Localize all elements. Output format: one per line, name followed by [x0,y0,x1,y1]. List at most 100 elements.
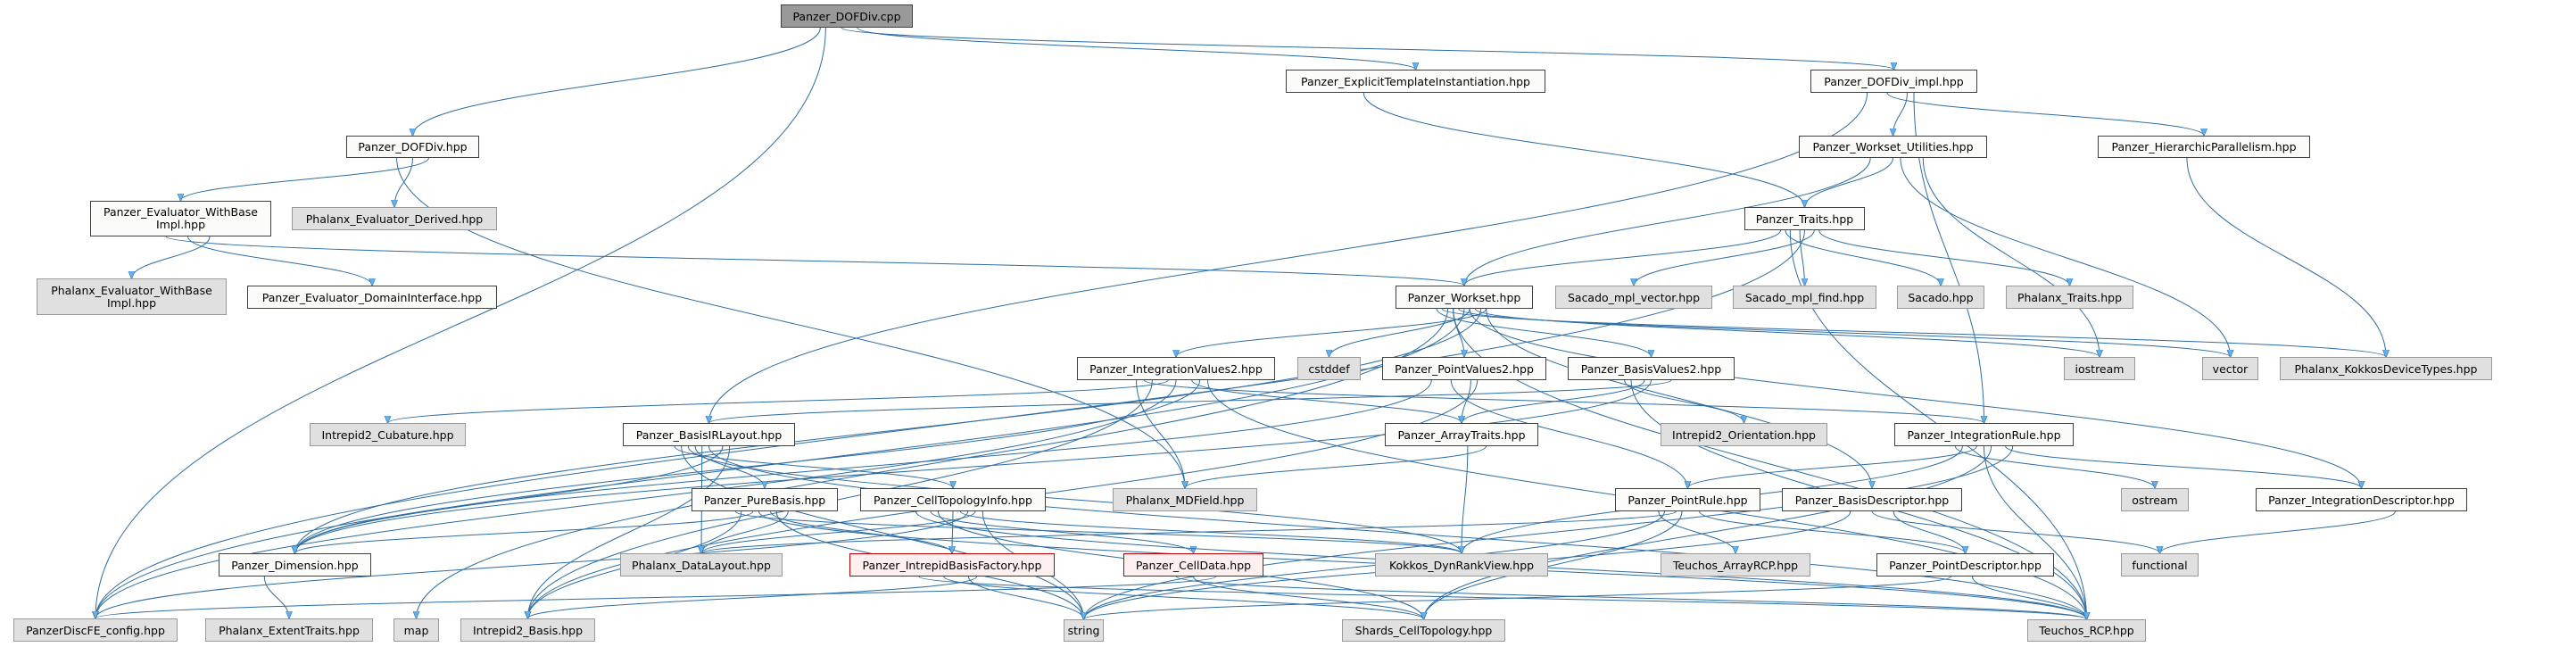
node-intrepid2-basis[interactable]: Intrepid2_Basis.hpp [460,618,595,642]
edge-int_values2-to-i2_basis [528,379,1153,618]
edge-basis_ir-to-pure_basis [694,445,765,488]
node-functional[interactable]: functional [2121,553,2199,576]
edge-dimension-to-phx_extent [263,576,289,618]
node-shards-cell-topology[interactable]: Shards_CellTopology.hpp [1342,619,1505,642]
node-phalanx-traits[interactable]: Phalanx_Traits.hpp [2006,286,2133,309]
edge-int_values2-to-phx_mdfield [1136,379,1185,488]
node-panzer-point-descriptor[interactable]: Panzer_PointDescriptor.hpp [1876,553,2054,576]
node-ostream[interactable]: ostream [2121,488,2189,511]
node-panzer-array-traits[interactable]: Panzer_ArrayTraits.hpp [1385,423,1538,446]
node-panzer-cell-data[interactable]: Panzer_CellData.hpp [1123,553,1263,576]
edge-basis_ir-to-i2_basis [528,445,731,618]
node-kokkos-dyn-rank-view[interactable]: Kokkos_DynRankView.hpp [1375,553,1548,576]
edge-workset-to-iostream [1474,308,2100,357]
node-intrepid2-orientation[interactable]: Intrepid2_Orientation.hpp [1661,423,1827,446]
edge-hier_par-to-phx_kokkos [2186,157,2386,357]
edge-celldata-to-discfe_config [95,576,1217,618]
edge-traits-to-sacado_find [1799,229,1804,286]
node-panzer-basis-descriptor[interactable]: Panzer_BasisDescriptor.hpp [1782,488,1962,511]
edge-workset_util-to-traits [1805,157,1893,207]
edge-workset_util-to-workset [1464,157,1871,286]
edge-workset-to-vector [1458,308,2231,357]
node-panzer-point-rule[interactable]: Panzer_PointRule.hpp [1615,488,1760,511]
edge-int_values2-to-int_rule [1143,379,1984,423]
edge-point_rule-to-phx_datalayout [701,510,1677,553]
edge-workset-to-int_desc [1469,308,2361,488]
edge-int_values2-to-dimension [295,379,1201,553]
node-panzer-traits[interactable]: Panzer_Traits.hpp [1744,207,1865,230]
edge-eval_withbase-to-phx_eval_withbase [132,236,211,278]
edge-basis_ir-to-dimension [295,445,724,553]
edge-dofdiv_hpp-to-eval_withbase [181,157,429,201]
node-phalanx-evaluator-derived[interactable]: Phalanx_Evaluator_Derived.hpp [292,207,497,230]
edge-intrepid_factory-to-i2_basis [528,576,978,618]
edge-int_values2-to-i2_cubature [388,379,1169,423]
node-phalanx-kokkos-device-types[interactable]: Phalanx_KokkosDeviceTypes.hpp [2280,357,2492,380]
edge-point_rule-to-point_desc [1699,510,1966,553]
edge-workset-to-phx_kokkos [1441,308,2386,357]
edge-workset_util-to-iostream [1922,157,2100,357]
node-panzer-integration-rule[interactable]: Panzer_IntegrationRule.hpp [1894,423,2074,446]
node-panzer-basis-ir-layout[interactable]: Panzer_BasisIRLayout.hpp [623,423,795,446]
edge-point_desc-to-teuchos_rcp [1971,576,2086,619]
node-panzer-discfe-config[interactable]: PanzerDiscFE_config.hpp [13,618,178,642]
node-map[interactable]: map [393,618,439,642]
node-panzer-dofdiv-hpp[interactable]: Panzer_DOFDiv.hpp [346,136,479,158]
edge-eval_withbase-to-workset [165,236,1464,286]
node-panzer-explicit-template-instantiation[interactable]: Panzer_ExplicitTemplateInstantiation.hpp [1286,70,1545,93]
edge-int_values2-to-discfe_config [95,379,1177,618]
edge-intrepid_factory-to-teuchos_rcp [918,576,2086,619]
node-sacado-mpl-vector[interactable]: Sacado_mpl_vector.hpp [1555,286,1712,309]
node-panzer-intrepid-basis-factory[interactable]: Panzer_IntrepidBasisFactory.hpp [849,553,1055,576]
node-panzer-dofdiv-impl[interactable]: Panzer_DOFDiv_impl.hpp [1810,70,1977,93]
node-panzer-evaluator-domaininterface[interactable]: Panzer_Evaluator_DomainInterface.hpp [247,286,497,309]
node-phalanx-evaluator-withbase-impl[interactable]: Phalanx_Evaluator_WithBase Impl.hpp [37,278,227,315]
edge-point_rule-to-shards [1424,510,1683,619]
edge-basis_values2-to-dimension [295,379,1652,553]
node-teuchos-rcp[interactable]: Teuchos_RCP.hpp [2027,619,2146,642]
node-string[interactable]: string [1064,619,1104,642]
node-panzer-cell-topology-info[interactable]: Panzer_CellTopologyInfo.hpp [860,488,1046,511]
node-panzer-evaluator-withbase-impl[interactable]: Panzer_Evaluator_WithBase Impl.hpp [90,201,271,236]
node-iostream[interactable]: iostream [2064,357,2135,380]
node-teuchos-array-rcp[interactable]: Teuchos_ArrayRCP.hpp [1661,553,1810,576]
node-sacado[interactable]: Sacado.hpp [1897,286,1984,309]
node-phalanx-data-layout[interactable]: Phalanx_DataLayout.hpp [620,553,783,576]
node-sacado-mpl-find[interactable]: Sacado_mpl_find.hpp [1733,286,1876,309]
edge-workset-to-cstddef [1329,308,1470,357]
node-panzer-basis-values2[interactable]: Panzer_BasisValues2.hpp [1568,357,1735,380]
edge-celltopo_info-to-intrepid_factory [952,510,953,553]
edge-int_rule-to-int_desc [2005,445,2362,488]
edge-int_values2-to-array_traits [1191,379,1462,423]
node-cstddef[interactable]: cstddef [1297,357,1361,380]
node-panzer-workset[interactable]: Panzer_Workset.hpp [1396,286,1533,309]
edge-basis_ir-to-teuchos_rcp [708,445,2087,619]
edge-basis_ir-to-celltopo_info [674,445,953,488]
node-panzer-dofdiv-cpp[interactable]: Panzer_DOFDiv.cpp [781,4,913,28]
node-panzer-integration-values2[interactable]: Panzer_IntegrationValues2.hpp [1077,357,1275,380]
node-intrepid2-cubature[interactable]: Intrepid2_Cubature.hpp [310,423,466,446]
node-phalanx-mdfield[interactable]: Phalanx_MDField.hpp [1113,488,1257,511]
node-vector[interactable]: vector [2202,357,2258,380]
edge-intrepid_factory-to-string [967,576,1083,619]
node-panzer-dimension[interactable]: Panzer_Dimension.hpp [219,553,371,576]
node-panzer-integration-descriptor[interactable]: Panzer_IntegrationDescriptor.hpp [2256,488,2467,511]
node-panzer-pure-basis[interactable]: Panzer_PureBasis.hpp [692,488,838,511]
edge-point_values2-to-dimension [295,379,1432,553]
edge-array_traits-to-phx_mdfield [1185,445,1487,488]
node-panzer-point-values2[interactable]: Panzer_PointValues2.hpp [1382,357,1546,380]
node-panzer-hierarchic-parallelism[interactable]: Panzer_HierarchicParallelism.hpp [2098,136,2310,158]
edge-celltopo_info-to-celldata [930,510,1193,553]
edge-dofdiv_cpp-to-discfe_config [95,27,826,618]
edge-int_rule-to-shards [1424,445,1992,619]
edge-int_rule-to-ostream [1954,445,2155,488]
edge-intrepid_factory-to-shards [943,576,1424,619]
node-phalanx-extent-traits[interactable]: Phalanx_ExtentTraits.hpp [205,618,373,642]
edge-basis_desc-to-point_desc [1893,510,1965,553]
edge-pure_basis-to-dimension [295,510,754,553]
node-panzer-workset-utilities[interactable]: Panzer_Workset_Utilities.hpp [1799,136,1987,158]
edge-traits-to-sacado [1785,229,1941,286]
edge-workset-to-int_values2 [1176,308,1487,357]
